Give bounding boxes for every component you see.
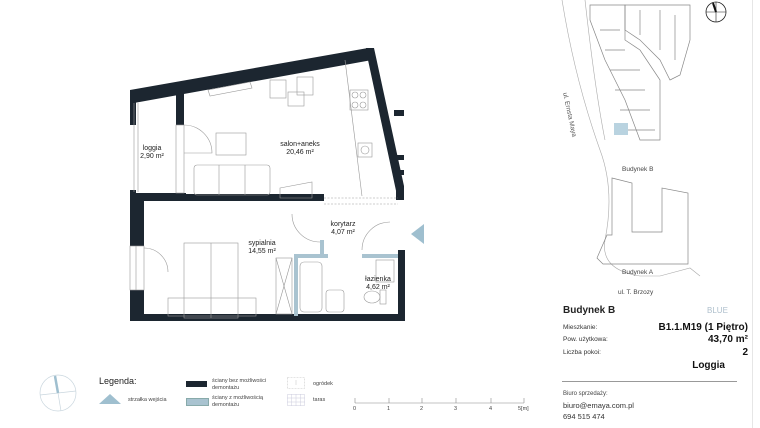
- contact-label: Biuro sprzedaży:: [563, 391, 608, 397]
- room-sypialnia-name: sypialnia: [248, 240, 276, 247]
- scale-tick-4: 4: [489, 406, 493, 412]
- building-a-label: Budynek A: [622, 269, 654, 276]
- room-sypialnia: sypialnia 14,55 m²: [232, 240, 292, 256]
- info-building: Budynek B: [563, 305, 616, 316]
- legend-removable-wall: ściany z możliwością demontażu: [212, 395, 264, 408]
- apartment-highlight: [614, 123, 628, 135]
- terrace-icon: [287, 394, 305, 406]
- room-salon-name: salon+aneks: [280, 141, 320, 148]
- info-row-rooms: Liczba pokoi: 2: [563, 347, 748, 359]
- compass-icon: [705, 1, 727, 23]
- scale-tick-0: 0: [353, 406, 357, 412]
- legend-entry-arrow: strzałka wejścia: [128, 397, 167, 403]
- entry-arrow-icon: [99, 394, 121, 404]
- scale-tick-5: 5[m]: [518, 406, 529, 412]
- entry-arrow-icon: [411, 224, 424, 244]
- site-plan-drawing: [561, 0, 727, 277]
- contact-email[interactable]: biuro@emaya.com.pl: [563, 401, 634, 410]
- info-label: Pow. użytkowa:: [563, 336, 608, 343]
- info-value: B1.1.M19 (1 Piętro): [658, 322, 748, 333]
- room-korytarz: korytarz 4,07 m²: [313, 221, 373, 237]
- info-value: 43,70 m²: [707, 334, 748, 345]
- room-loggia-area: 2,90 m²: [140, 153, 164, 160]
- room-loggia: loggia 2,90 m²: [130, 145, 174, 161]
- removable-wall-icon: [186, 398, 209, 406]
- legend-fixed-wall: ściany bez możliwości demontażu: [212, 378, 267, 391]
- floor-plan: loggia 2,90 m² salon+aneks 20,46 m² kory…: [120, 40, 430, 330]
- scale-tick-1: 1: [387, 406, 391, 412]
- info-row-area: Pow. użytkowa: 43,70 m²: [563, 334, 748, 346]
- room-korytarz-name: korytarz: [330, 221, 356, 228]
- info-divider: [562, 381, 737, 382]
- floor-plan-drawing: [129, 48, 424, 321]
- scale-tick-3: 3: [454, 406, 458, 412]
- building-b-label: Budynek B: [622, 166, 654, 173]
- scale-bar: [354, 398, 525, 404]
- scale-tick-2: 2: [420, 406, 424, 412]
- room-lazienka: łazienka 4,62 m²: [348, 276, 408, 292]
- room-korytarz-area: 4,07 m²: [331, 229, 355, 236]
- garden-icon: [287, 377, 305, 389]
- legend-title: Legenda:: [99, 376, 137, 386]
- fixed-wall-icon: [186, 381, 207, 387]
- room-loggia-name: loggia: [142, 145, 162, 152]
- room-lazienka-name: łazienka: [365, 276, 391, 283]
- street-label-brzozy: ul. T. Brzozy: [618, 289, 654, 296]
- compass-large-icon: [39, 374, 77, 412]
- info-label: Liczba pokoi:: [563, 349, 601, 356]
- info-extra: Loggia: [692, 360, 725, 371]
- contact-phone[interactable]: 694 515 474: [563, 412, 605, 421]
- info-tag: BLUE: [707, 306, 728, 315]
- room-sypialnia-area: 14,55 m²: [248, 248, 276, 255]
- legend-garden: ogródek: [313, 381, 333, 387]
- info-value: 2: [742, 347, 748, 358]
- site-plan: ul. Ernsta Maya Budynek B Budynek A ul. …: [560, 0, 752, 300]
- info-label: Mieszkanie:: [563, 324, 598, 331]
- room-lazienka-area: 4,62 m²: [366, 284, 390, 291]
- info-row-apartment: Mieszkanie: B1.1.M19 (1 Piętro): [563, 322, 748, 334]
- room-salon-aneks: salon+aneks 20,46 m²: [265, 141, 335, 157]
- legend-terrace: taras: [313, 397, 326, 403]
- page-edge: [752, 0, 753, 428]
- room-salon-area: 20,46 m²: [286, 149, 314, 156]
